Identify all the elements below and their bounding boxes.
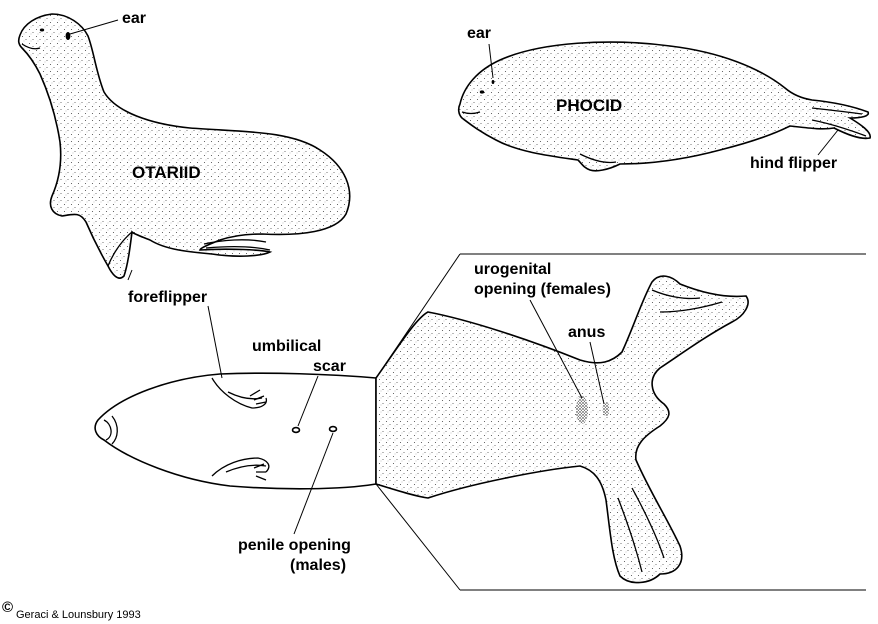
otariid-eye xyxy=(40,29,44,32)
ventral-rear-body xyxy=(376,276,748,583)
penile-opening-mark xyxy=(330,427,337,432)
hind-flipper-label: hind flipper xyxy=(750,155,837,172)
otariid-body xyxy=(19,14,350,278)
foreflipper-connector xyxy=(128,270,132,280)
otariid-ear-label: ear xyxy=(122,10,146,27)
hind-flipper-leader xyxy=(818,130,838,155)
phocid-ear-mark xyxy=(492,80,495,84)
penile-label-line1: penile opening xyxy=(238,537,351,554)
copyright-symbol: © xyxy=(2,599,13,616)
phocid-illustration: ear PHOCID hind flipper xyxy=(459,25,871,172)
umbilical-label-line1: umbilical xyxy=(252,338,321,355)
urogenital-label-line1: urogenital xyxy=(474,261,551,278)
phocid-eye xyxy=(480,90,484,93)
ventral-rear-half xyxy=(376,276,748,583)
ventral-front-half xyxy=(95,373,376,489)
credit-text: Geraci & Lounsbury 1993 xyxy=(16,609,141,621)
foreflipper-leader xyxy=(208,306,222,378)
umbilical-label-line2: scar xyxy=(313,358,346,375)
otariid-ear-mark xyxy=(66,32,71,40)
phocid-ear-label: ear xyxy=(467,25,491,42)
phocid-title: PHOCID xyxy=(556,96,622,115)
umbilical-scar-mark xyxy=(293,428,300,433)
penile-label-line2: (males) xyxy=(290,557,346,574)
urogenital-opening-mark xyxy=(576,396,588,424)
otariid-illustration: ear OTARIID xyxy=(19,10,350,278)
otariid-title: OTARIID xyxy=(132,163,201,182)
phocid-body xyxy=(459,42,871,171)
foreflipper-label: foreflipper xyxy=(128,289,207,306)
urogenital-label-line2: opening (females) xyxy=(474,281,611,298)
anus-label: anus xyxy=(568,324,605,341)
